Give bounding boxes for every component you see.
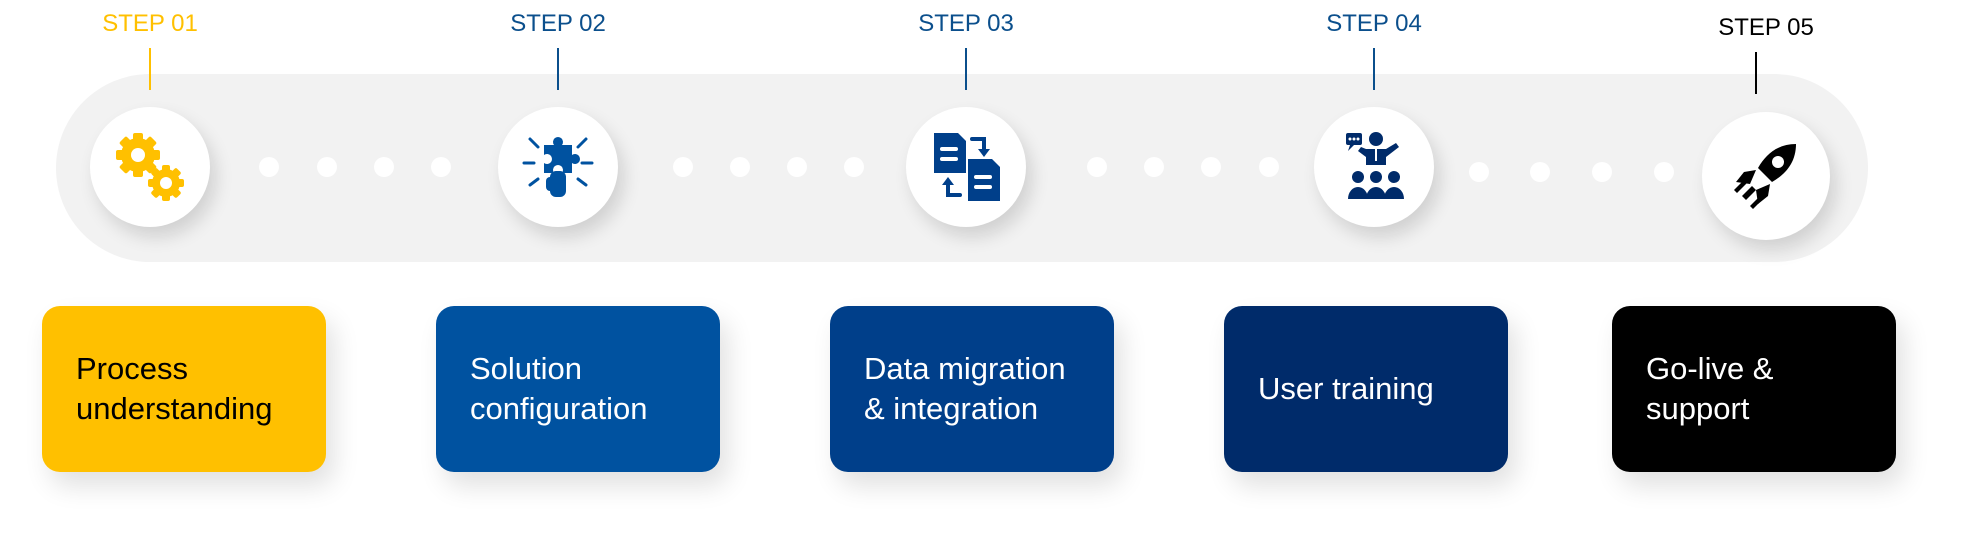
connector-dot [673,157,693,177]
step-2-icon-circle [498,107,618,227]
step-label-1: STEP 01 [102,10,198,37]
step-5-icon-circle [1702,112,1830,240]
step-2-title: Solution configuration [470,351,648,426]
step-label-3: STEP 03 [918,10,1014,37]
step-1-icon-circle [90,107,210,227]
connector-dot [1144,157,1164,177]
step-1-title: Process understanding [76,351,273,426]
connector-dot [431,157,451,177]
step-4-card: User training [1224,306,1508,472]
step-tick-1 [149,48,151,90]
step-3-icon-circle [906,107,1026,227]
connector-dot [1259,157,1279,177]
connector-dot [1530,162,1550,182]
connector-dot [1592,162,1612,182]
connector-dot [317,157,337,177]
connector-dot [1654,162,1674,182]
step-1-card: Process understanding [42,306,326,472]
rocket-icon [1734,144,1796,209]
connector-dot [787,157,807,177]
step-3-card: Data migration & integration [830,306,1114,472]
step-5-card: Go-live & support [1612,306,1896,472]
step-label-5: STEP 05 [1718,14,1814,41]
step-tick-5 [1755,52,1757,94]
step-tick-3 [965,48,967,90]
step-4-title: User training [1258,371,1434,406]
step-tick-2 [557,48,559,90]
connector-dot [844,157,864,177]
step-label-4: STEP 04 [1326,10,1422,37]
puzzle-hand-icon [522,137,594,197]
connector-dot [1469,162,1489,182]
connector-dot [259,157,279,177]
step-4-icon-circle [1314,107,1434,227]
trainer-audience-icon [1346,132,1404,199]
step-3-title: Data migration & integration [864,351,1066,426]
connector-dot [374,157,394,177]
step-5-title: Go-live & support [1646,351,1774,426]
connector-dot [730,157,750,177]
step-2-card: Solution configuration [436,306,720,472]
step-tick-4 [1373,48,1375,90]
connector-dot [1201,157,1221,177]
step-label-2: STEP 02 [510,10,606,37]
document-sync-icon [934,133,1000,201]
gears-icon [116,133,184,201]
connector-dot [1087,157,1107,177]
